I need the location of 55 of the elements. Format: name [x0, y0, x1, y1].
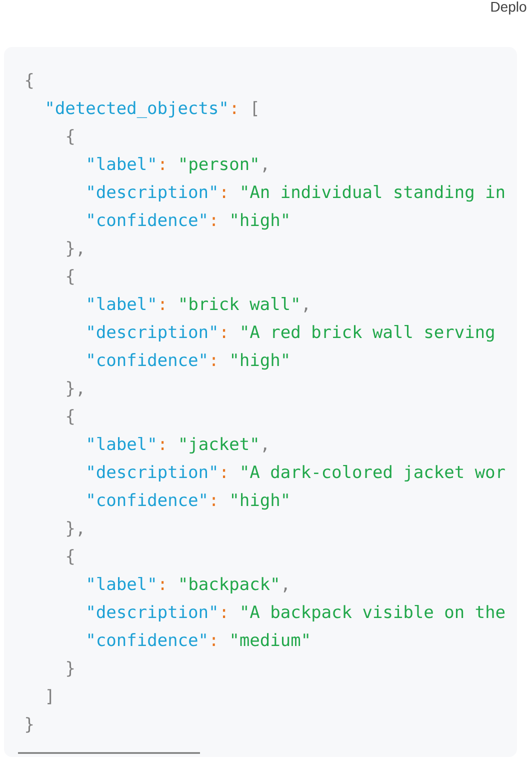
menu-text: Deplo: [491, 1, 526, 15]
punctuation: {: [67, 129, 74, 145]
punctuation: {: [67, 409, 74, 425]
json-string: "A backpack visible on the: [242, 605, 505, 622]
punctuation: :: [162, 301, 164, 310]
json-key: "description": [88, 185, 216, 202]
json-key: "label": [88, 157, 155, 170]
punctuation: :: [233, 105, 236, 114]
json-key: "label": [88, 577, 155, 590]
punctuation: ]: [48, 689, 52, 704]
json-string: "person": [180, 158, 258, 174]
punctuation: }: [26, 717, 33, 733]
json-string: "high": [232, 213, 288, 230]
json-string: "An individual standing in: [242, 185, 504, 202]
punctuation: :: [212, 217, 215, 226]
punctuation: }: [67, 661, 74, 677]
json-key: "label": [88, 297, 155, 310]
json-string: "high": [232, 353, 288, 370]
punctuation: [: [254, 101, 258, 116]
json-string: "backpack": [180, 577, 278, 594]
punctuation: },: [67, 521, 82, 537]
punctuation: {: [26, 73, 33, 89]
json-string: "high": [232, 493, 288, 510]
json-key: "confidence": [88, 353, 206, 366]
punctuation: :: [162, 161, 164, 170]
json-string: "jacket": [180, 437, 258, 454]
punctuation: {: [67, 549, 74, 565]
punctuation: :: [212, 357, 215, 366]
punctuation: :: [223, 469, 226, 478]
punctuation: ,: [304, 308, 308, 312]
json-key: "description": [88, 325, 216, 342]
punctuation: },: [67, 241, 82, 257]
json-key: "confidence": [88, 213, 206, 226]
json-key: "detected_objects": [48, 101, 226, 118]
punctuation: :: [223, 329, 226, 338]
json-key: "confidence": [88, 633, 206, 646]
punctuation: ,: [263, 168, 266, 172]
punctuation: :: [162, 581, 164, 590]
json-key: "description": [88, 465, 216, 482]
punctuation: :: [223, 189, 226, 198]
json-string: "A dark-colored jacket wor: [242, 465, 505, 482]
punctuation: :: [212, 497, 215, 506]
punctuation: {: [67, 269, 74, 285]
json-string: "A red brick wall serving: [242, 325, 494, 342]
json-key: "description": [88, 605, 216, 622]
punctuation: ,: [263, 447, 266, 452]
json-string: "medium": [232, 633, 308, 646]
punctuation: ,: [284, 587, 287, 592]
json-key: "label": [88, 437, 155, 450]
punctuation: :: [212, 637, 215, 646]
punctuation: :: [223, 609, 226, 618]
punctuation: },: [67, 381, 82, 397]
punctuation: :: [162, 441, 164, 450]
json-key: "confidence": [88, 493, 206, 506]
json-string: "brick wall": [180, 297, 298, 310]
